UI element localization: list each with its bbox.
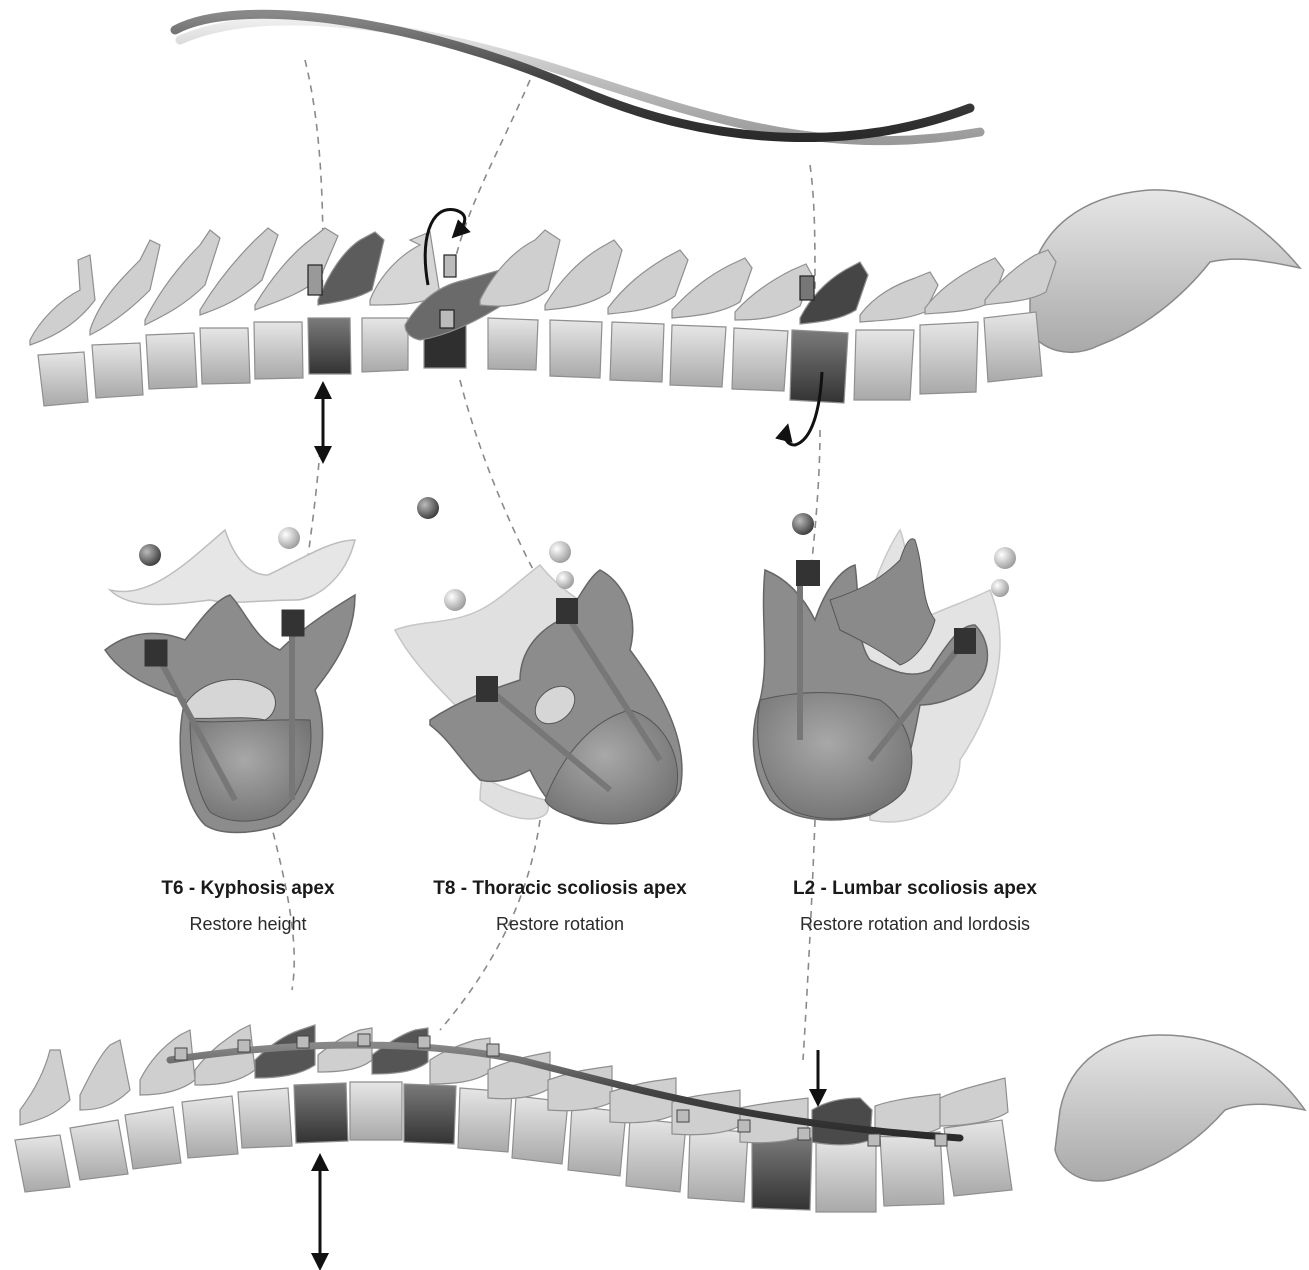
vertebra-axial-t6 xyxy=(105,527,355,833)
spine-top xyxy=(30,190,1300,455)
label-l2-subtitle: Restore rotation and lordosis xyxy=(760,914,1070,935)
label-t8-title: T8 - Thoracic scoliosis apex xyxy=(395,878,725,900)
vertebra-axial-t8 xyxy=(395,497,682,824)
label-t6-title: T6 - Kyphosis apex xyxy=(128,878,368,900)
label-t8-subtitle: Restore rotation xyxy=(395,914,725,935)
vertebra-axial-l2 xyxy=(753,513,1016,822)
label-l2-title: L2 - Lumbar scoliosis apex xyxy=(760,878,1070,900)
label-t6-subtitle: Restore height xyxy=(128,914,368,935)
sacrum-bottom xyxy=(1055,1035,1305,1181)
label-t8: T8 - Thoracic scoliosis apex Restore rot… xyxy=(395,878,725,935)
label-t6: T6 - Kyphosis apex Restore height xyxy=(128,878,368,935)
rod-light xyxy=(180,21,980,141)
rods-top xyxy=(175,14,980,140)
spine-bottom xyxy=(15,1025,1305,1262)
label-l2: L2 - Lumbar scoliosis apex Restore rotat… xyxy=(760,878,1070,935)
sacrum-top xyxy=(1030,190,1300,352)
